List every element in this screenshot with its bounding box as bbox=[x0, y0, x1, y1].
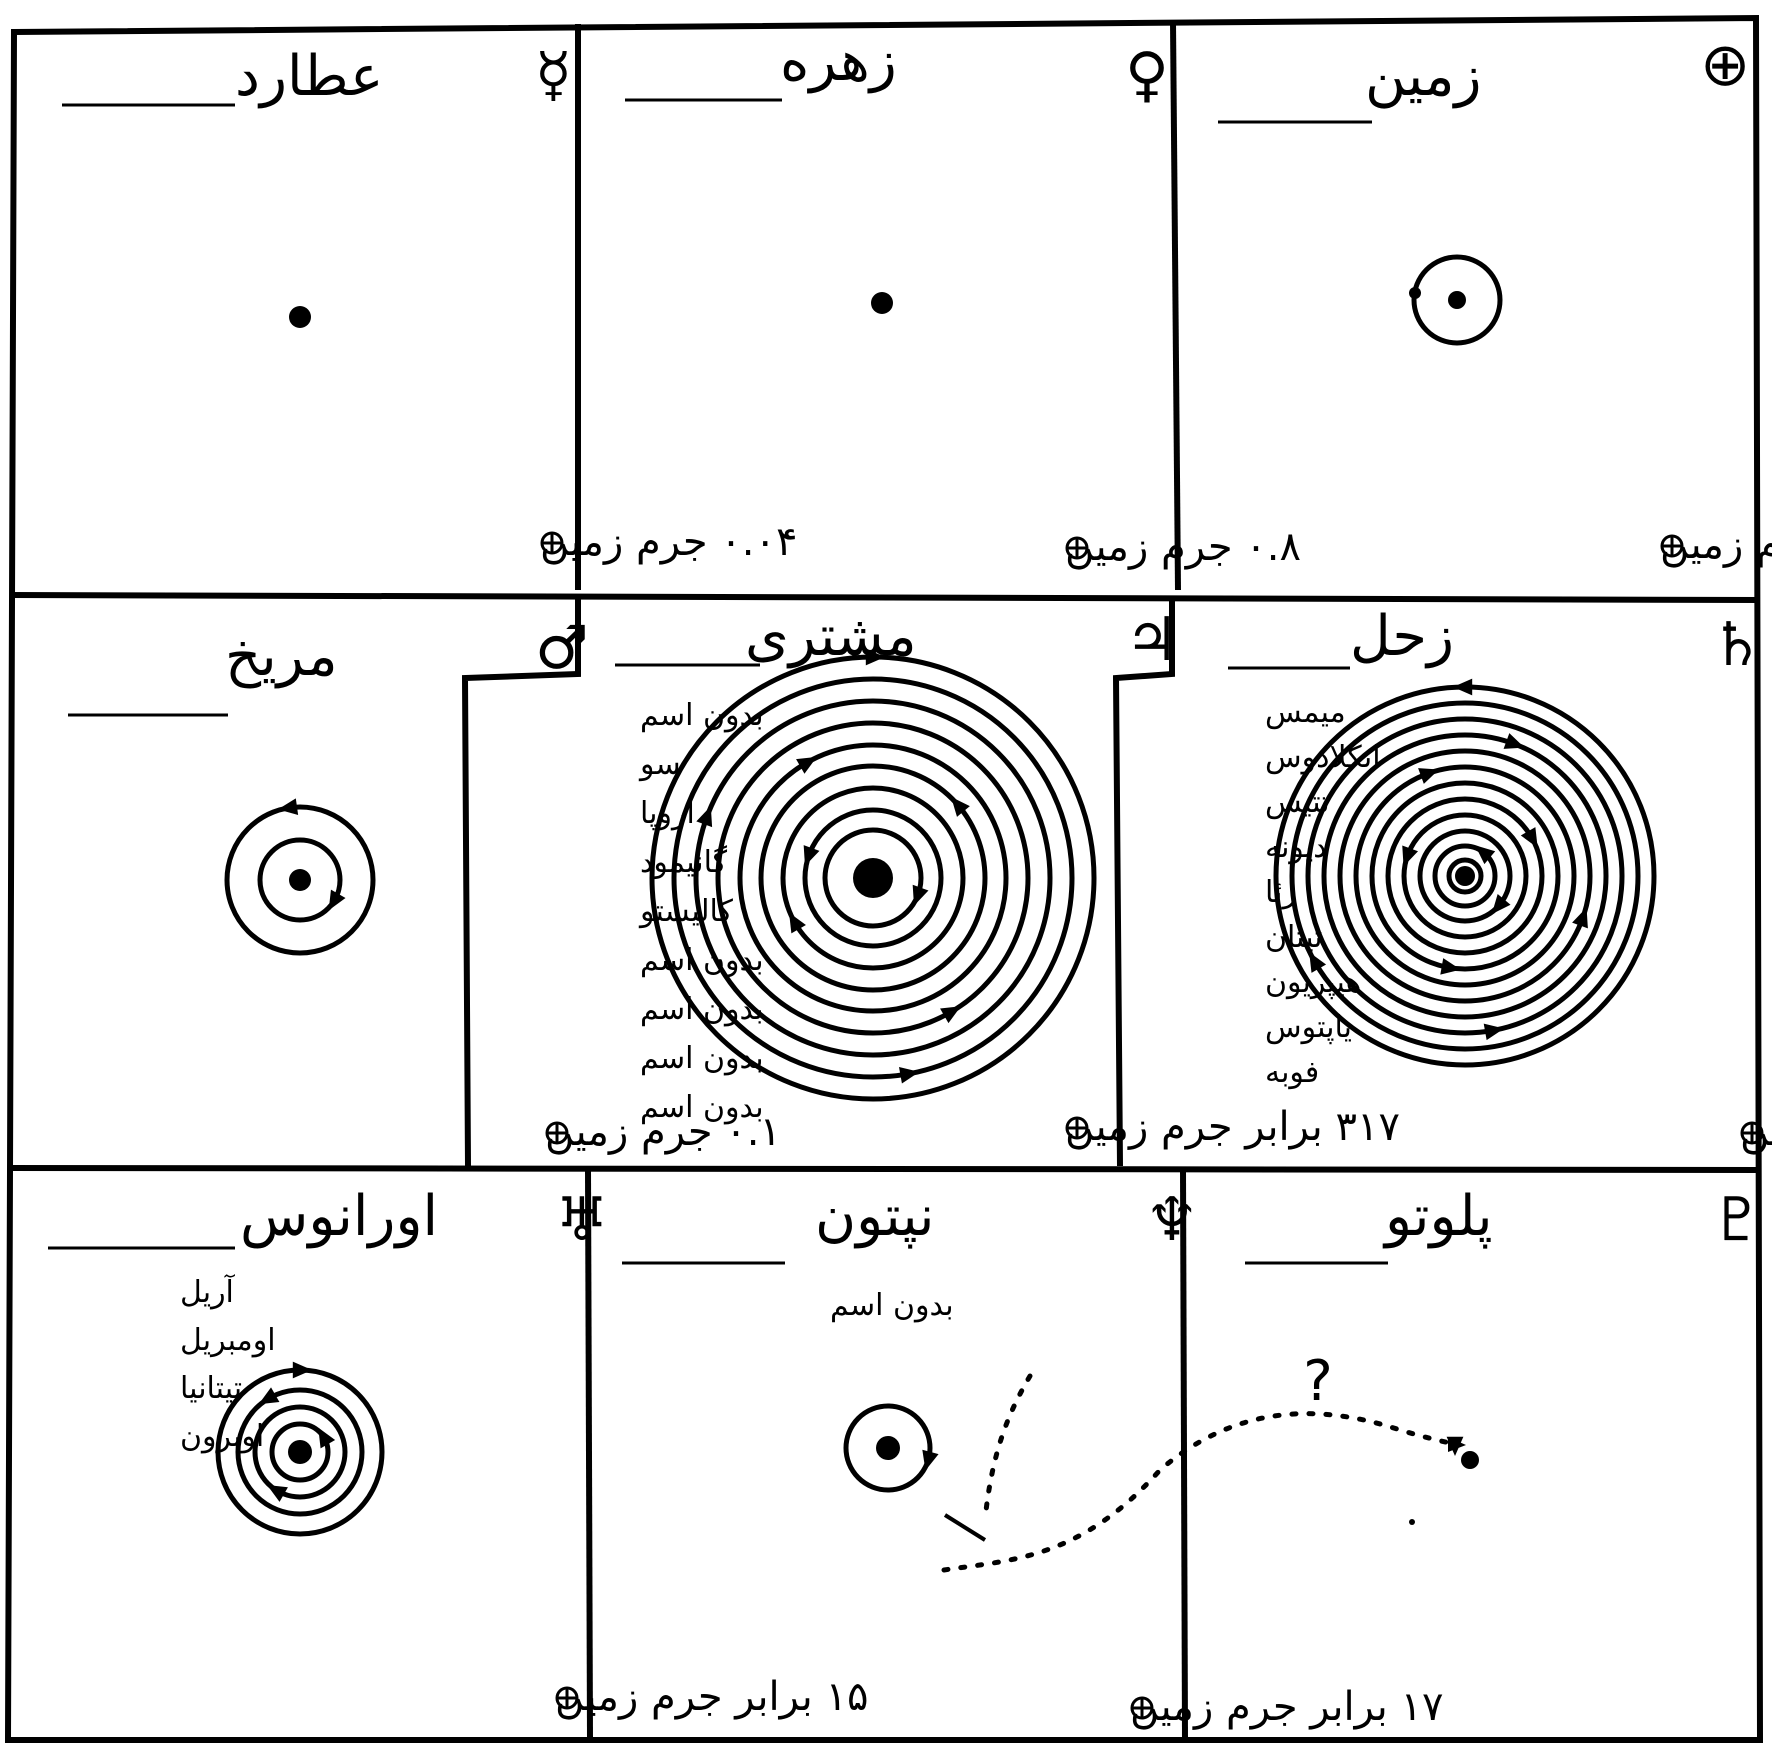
saturn-orbit-arrow bbox=[1504, 733, 1525, 749]
uranus-symbol-icon: ♅ bbox=[555, 1185, 609, 1255]
mercury-mass-note: ۰.۰۴ جرم زمین bbox=[540, 519, 797, 565]
uranus-moon-name: اوبرون bbox=[180, 1419, 264, 1454]
grid-line bbox=[465, 598, 578, 1166]
jupiter-planet bbox=[853, 858, 893, 898]
mars-symbol-icon: ♂ bbox=[535, 613, 589, 683]
mercury-symbol-icon: ☿ bbox=[535, 40, 572, 110]
pluto-title: پلوتو bbox=[1382, 1184, 1493, 1249]
uranus-title: اورانوس bbox=[240, 1184, 438, 1249]
mars-planet bbox=[289, 869, 311, 891]
mars-orbit-arrow bbox=[278, 798, 298, 815]
uranus-orbit-arrow bbox=[293, 1362, 312, 1379]
jupiter-symbol-icon: ♃ bbox=[1125, 605, 1179, 675]
jupiter-orbit-arrow bbox=[899, 1067, 919, 1084]
venus-title: زهره bbox=[780, 29, 897, 94]
jupiter-orbit-arrow bbox=[913, 885, 929, 906]
mars-title: مریخ bbox=[225, 624, 338, 689]
venus-mass-note: ۰.۸ جرم زمین bbox=[1065, 524, 1301, 570]
grid-line bbox=[1173, 22, 1178, 590]
saturn-moon-name: انکلادوس bbox=[1265, 740, 1381, 775]
pluto-symbol-icon: ♇ bbox=[1710, 1185, 1764, 1255]
jupiter-title: مشتری bbox=[745, 604, 917, 669]
uranus-mass-note: ۱۵ برابر جرم زمین bbox=[555, 1674, 868, 1720]
saturn-moon-name: دیونه bbox=[1265, 830, 1327, 865]
pluto-speck bbox=[1409, 1519, 1415, 1525]
jupiter-moon-name: بدون اسم bbox=[640, 992, 764, 1027]
saturn-moon-name: تیتان bbox=[1265, 920, 1323, 955]
pluto-orbit-dotted bbox=[944, 1414, 1455, 1570]
earth-planet bbox=[1448, 291, 1466, 309]
grid-line bbox=[1116, 600, 1172, 1166]
jupiter-moon-name: بدون اسم bbox=[640, 1090, 764, 1125]
jupiter-moon-name: سو bbox=[638, 747, 681, 782]
saturn-planet bbox=[1455, 866, 1475, 886]
grid-line bbox=[588, 1170, 590, 1740]
mercury-title: عطارد bbox=[235, 44, 383, 109]
saturn-moon-name: فوبه bbox=[1265, 1055, 1319, 1090]
jupiter-moon-name: بدون اسم bbox=[640, 1041, 764, 1076]
neptune-mass-note: ۱۷ برابر جرم زمین bbox=[1130, 1684, 1443, 1730]
neptune-tick bbox=[945, 1515, 985, 1540]
grid-line bbox=[10, 595, 1760, 600]
neptune-moon-name: بدون اسم bbox=[830, 1288, 954, 1323]
saturn-orbit-arrow bbox=[1572, 907, 1588, 928]
venus-symbol-icon: ♀ bbox=[1125, 40, 1169, 110]
earth-moon bbox=[1409, 287, 1421, 299]
neptune-title: نپتون bbox=[815, 1184, 934, 1249]
saturn-moon-name: یاپتوس bbox=[1265, 1010, 1352, 1045]
jupiter-moon-name: بدون اسم bbox=[640, 943, 764, 978]
saturn-moon-name: رئا bbox=[1265, 875, 1297, 910]
saturn-symbol-icon: ♄ bbox=[1710, 610, 1764, 680]
pluto-planet bbox=[1461, 1451, 1479, 1469]
planet-illustrations bbox=[218, 257, 1654, 1570]
saturn-orbit-arrow bbox=[1453, 679, 1472, 696]
uranus-planet bbox=[288, 1440, 312, 1464]
neptune-planet bbox=[876, 1436, 900, 1460]
saturn-moon-name: هیپریون bbox=[1265, 965, 1361, 1000]
jupiter-moon-name: کالیستو bbox=[638, 894, 734, 929]
neptune-symbol-icon: ♆ bbox=[1145, 1185, 1199, 1255]
grid-line bbox=[10, 1168, 1760, 1170]
saturn-title: زحل bbox=[1350, 604, 1454, 669]
pluto-question-mark: ? bbox=[1303, 1349, 1333, 1414]
saturn-orbit-arrow bbox=[1484, 1024, 1504, 1041]
venus-planet bbox=[871, 292, 893, 314]
saturn-moon-name: میمس bbox=[1265, 695, 1346, 730]
saturn-orbit-arrow bbox=[1402, 845, 1418, 866]
earth-symbol-icon: ⊕ bbox=[1700, 30, 1750, 100]
uranus-moon-name: اومبریل bbox=[180, 1323, 276, 1358]
saturn-orbit-arrow bbox=[1492, 894, 1511, 914]
jupiter-moon-name: بدون اسم bbox=[640, 698, 764, 733]
neptune-orbit-dotted bbox=[985, 1376, 1030, 1520]
jupiter-moon-name: اروپا bbox=[640, 796, 695, 831]
jupiter-moon-name: گانیمود bbox=[640, 845, 728, 880]
jupiter-orbit-arrow bbox=[696, 806, 712, 827]
uranus-moon-name: آریل bbox=[180, 1274, 236, 1310]
uranus-moon-name: تیتانیا bbox=[180, 1371, 242, 1406]
saturn-moon-name: تتیس bbox=[1265, 785, 1330, 820]
mercury-planet bbox=[289, 306, 311, 328]
earth-title: زمین bbox=[1365, 44, 1482, 109]
jupiter-orbit-arrow bbox=[804, 845, 820, 866]
saturn-orbit-arrow bbox=[1418, 768, 1439, 784]
jupiter-mass-note: ۳۱۷ برابر جرم زمین bbox=[1065, 1104, 1400, 1150]
